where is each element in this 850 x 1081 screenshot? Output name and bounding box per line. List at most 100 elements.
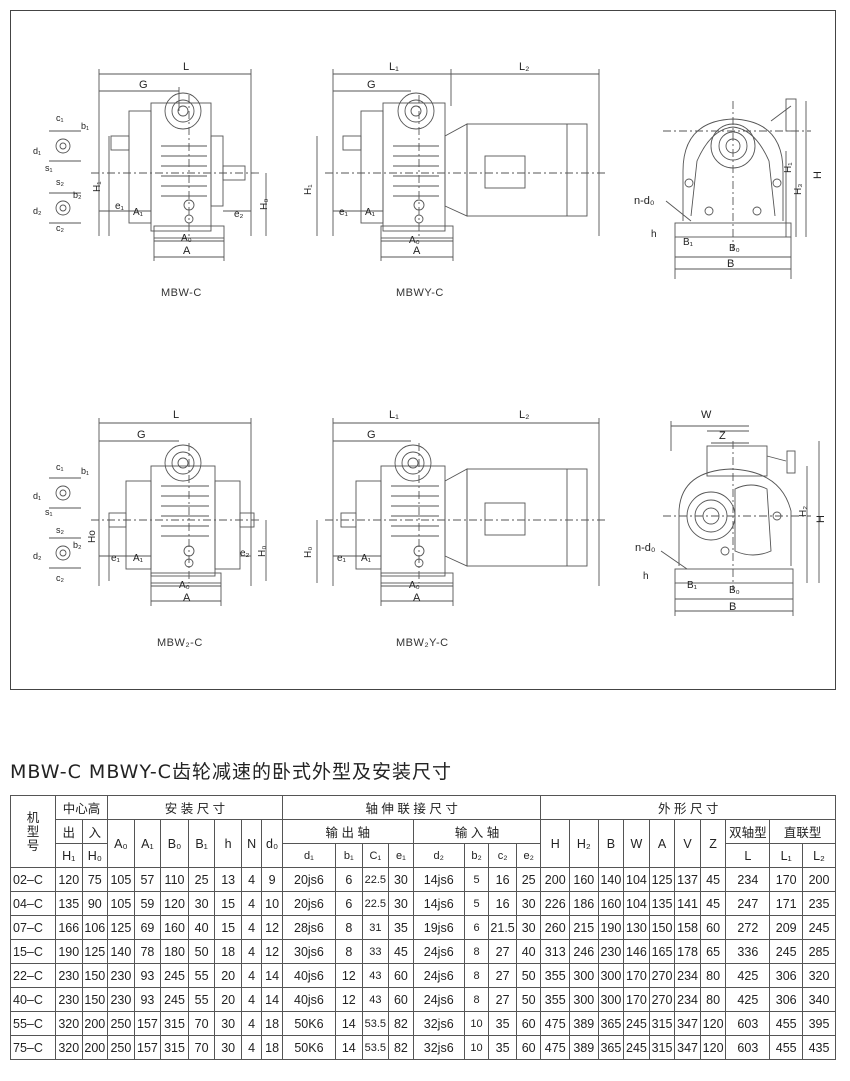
svg-text:B₁: B₁ — [683, 237, 694, 248]
svg-text:H₀: H₀ — [257, 546, 268, 557]
table-cell: 30 — [214, 1011, 242, 1036]
table-cell: 245 — [623, 1011, 650, 1036]
table-cell: 603 — [725, 1035, 771, 1060]
table-cell: 50K6 — [281, 1011, 337, 1036]
table-cell: 6 — [335, 867, 363, 892]
svg-text:A: A — [183, 245, 191, 257]
table-cell: 4 — [240, 1035, 263, 1060]
model-cell: 15–C — [10, 939, 56, 964]
table-cell: 35 — [488, 1035, 517, 1060]
table-cell: 347 — [674, 1035, 701, 1060]
table-cell: 230 — [597, 939, 625, 964]
table-cell: 27 — [488, 987, 517, 1012]
table-cell: 347 — [674, 1011, 701, 1036]
col-A1: A₁ — [133, 819, 162, 868]
col-N: N — [240, 819, 263, 868]
table-cell: 21.5 — [488, 915, 517, 940]
table-cell: 14 — [335, 1035, 363, 1060]
svg-text:A₁: A₁ — [133, 553, 144, 564]
table-cell: 32js6 — [412, 1035, 465, 1060]
svg-text:L₁: L₁ — [389, 61, 399, 73]
table-cell: 315 — [648, 1011, 676, 1036]
svg-text:L₂: L₂ — [519, 409, 529, 421]
svg-text:G: G — [139, 79, 148, 91]
svg-text:A: A — [183, 592, 191, 604]
header-direct: 直联型 — [769, 819, 836, 844]
svg-text:n-d₀: n-d₀ — [634, 195, 654, 207]
table-cell: 306 — [769, 963, 804, 988]
table-cell: 104 — [623, 891, 650, 916]
table-cell: 260 — [540, 915, 571, 940]
table-cell: 12 — [261, 939, 283, 964]
svg-text:A₀: A₀ — [409, 235, 420, 246]
col-L: L — [725, 843, 771, 868]
table-cell: 4 — [240, 1011, 263, 1036]
drawing-mbw-c — [49, 69, 267, 261]
table-cell: 190 — [597, 915, 625, 940]
table-cell: 25 — [515, 867, 542, 892]
model-cell: 07–C — [10, 915, 56, 940]
table-cell: 9 — [261, 867, 283, 892]
table-cell: 355 — [540, 963, 571, 988]
table-cell: 12 — [335, 987, 363, 1012]
table-cell: 250 — [107, 1011, 135, 1036]
table-cell: 50 — [515, 963, 542, 988]
table-cell: 43 — [361, 963, 390, 988]
table-cell: 389 — [569, 1035, 599, 1060]
table-cell: 320 — [54, 1035, 83, 1060]
table-cell: 40 — [515, 939, 542, 964]
table-cell: 20 — [214, 963, 242, 988]
table-cell: 425 — [725, 963, 771, 988]
table-cell: 30 — [515, 915, 542, 940]
col-H: H — [540, 819, 571, 868]
header-output-shaft: 输 出 轴 — [281, 819, 414, 844]
table-cell: 226 — [540, 891, 571, 916]
table-cell: 104 — [623, 867, 650, 892]
table-cell: 200 — [81, 1011, 109, 1036]
svg-text:L: L — [173, 409, 179, 421]
svg-text:e₁: e₁ — [337, 553, 347, 564]
table-cell: 125 — [81, 939, 109, 964]
table-cell: 59 — [133, 891, 162, 916]
table-cell: 245 — [160, 963, 189, 988]
table-cell: 106 — [81, 915, 109, 940]
table-cell: 8 — [335, 915, 363, 940]
svg-text:H₁: H₁ — [303, 184, 314, 195]
table-cell: 365 — [597, 1035, 625, 1060]
svg-text:s₂: s₂ — [56, 525, 65, 535]
svg-text:B₀: B₀ — [729, 585, 740, 596]
table-cell: 55 — [187, 963, 216, 988]
table-cell: 157 — [133, 1011, 162, 1036]
svg-text:L₂: L₂ — [519, 61, 529, 73]
table-cell: 8 — [463, 987, 490, 1012]
table-cell: 30 — [187, 891, 216, 916]
table-cell: 40js6 — [281, 987, 337, 1012]
svg-text:e₁: e₁ — [339, 207, 349, 218]
col-C1: C₁ — [361, 843, 390, 868]
table-cell: 50K6 — [281, 1035, 337, 1060]
table-cell: 45 — [699, 891, 727, 916]
table-cell: 30 — [214, 1035, 242, 1060]
table-cell: 245 — [769, 939, 804, 964]
table-cell: 35 — [388, 915, 414, 940]
table-cell: 50 — [515, 987, 542, 1012]
table-cell: 160 — [597, 891, 625, 916]
drawing-side-view-1 — [663, 98, 811, 279]
table-cell: 14 — [335, 1011, 363, 1036]
table-cell: 245 — [623, 1035, 650, 1060]
header-center-height: 中心高 — [54, 795, 109, 820]
svg-text:c₁: c₁ — [56, 462, 64, 472]
table-cell: 315 — [160, 1011, 189, 1036]
table-cell: 15 — [214, 915, 242, 940]
table-cell: 234 — [674, 963, 701, 988]
caption-mbw-c: MBW-C — [161, 287, 202, 299]
header-double-shaft: 双轴型 — [725, 819, 771, 844]
col-L2: L₂ — [802, 843, 836, 868]
table-cell: 120 — [699, 1035, 727, 1060]
table-cell: 78 — [133, 939, 162, 964]
table-cell: 475 — [540, 1035, 571, 1060]
caption-mbw2y-c: MBW₂Y-C — [396, 637, 449, 649]
table-cell: 200 — [540, 867, 571, 892]
table-cell: 170 — [769, 867, 804, 892]
table-cell: 137 — [674, 867, 701, 892]
